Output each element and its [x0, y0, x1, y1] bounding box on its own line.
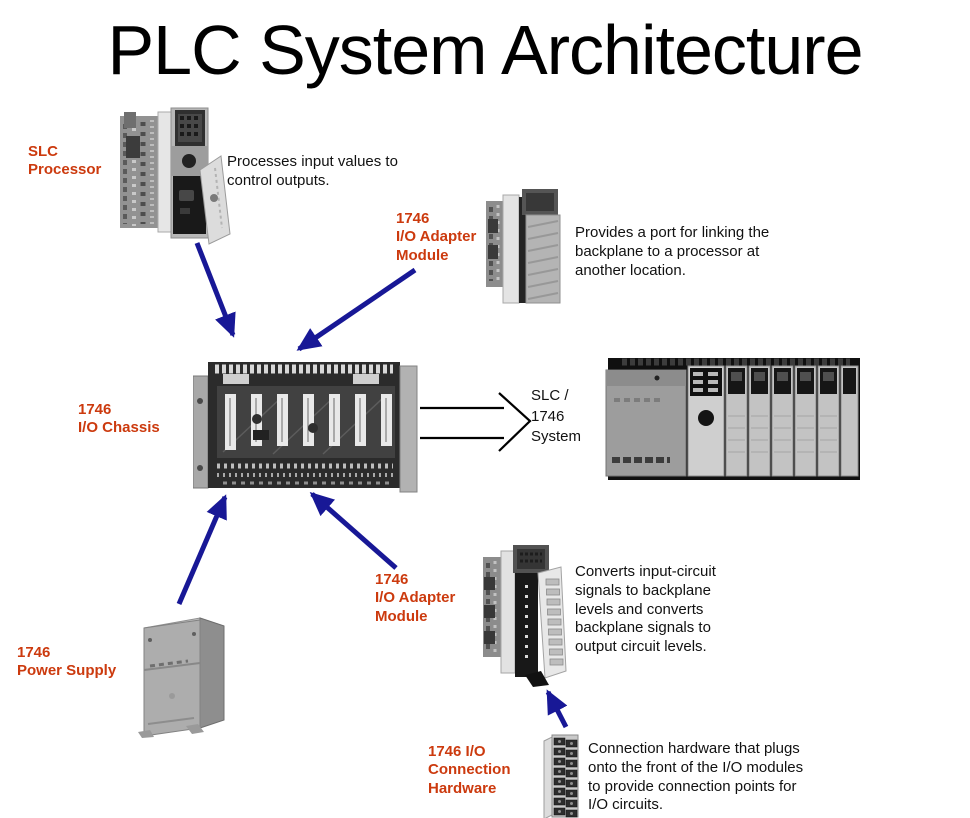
io-module-photo-icon — [483, 543, 567, 687]
slc-processor-photo-icon — [112, 106, 232, 246]
arrow-power-supply-to-chassis — [176, 494, 228, 605]
io-chassis-photo-icon — [193, 356, 419, 496]
arrow-processor-to-chassis — [194, 242, 236, 338]
arrow-adapter-top-to-chassis — [296, 267, 417, 352]
label-power-supply: 1746 Power Supply — [17, 644, 117, 680]
power-supply-photo-icon — [128, 606, 230, 738]
connection-hardware-photo-icon — [542, 733, 580, 818]
label-connection-hardware: 1746 I/O Connection Hardware — [428, 743, 511, 797]
arrow-adapter-bottom-to-chassis — [309, 492, 398, 570]
arrow-chassis-to-system — [420, 392, 532, 452]
label-io-adapter-top: 1746 I/O Adapter Module — [396, 210, 477, 264]
arrow-connection-hardware-to-module — [545, 689, 569, 729]
label-io-adapter-bottom: 1746 I/O Adapter Module — [375, 571, 456, 625]
description-io-module: Converts input-circuit signals to backpl… — [575, 563, 716, 655]
description-slc-processor: Processes input values to control output… — [227, 153, 398, 189]
slc-1746-system-photo-icon — [600, 356, 862, 484]
label-slc-processor: SLC Processor — [28, 143, 102, 179]
description-io-adapter-top: Provides a port for linking the backplan… — [575, 224, 770, 279]
io-adapter-module-photo-top-icon — [486, 189, 564, 313]
label-slc-1746-system: SLC / 1746 System — [531, 387, 582, 446]
description-connection-hardware: Connection hardware that plugs onto the … — [588, 740, 804, 814]
page-title: PLC System Architecture — [107, 11, 863, 89]
label-io-chassis: 1746 I/O Chassis — [78, 401, 160, 437]
